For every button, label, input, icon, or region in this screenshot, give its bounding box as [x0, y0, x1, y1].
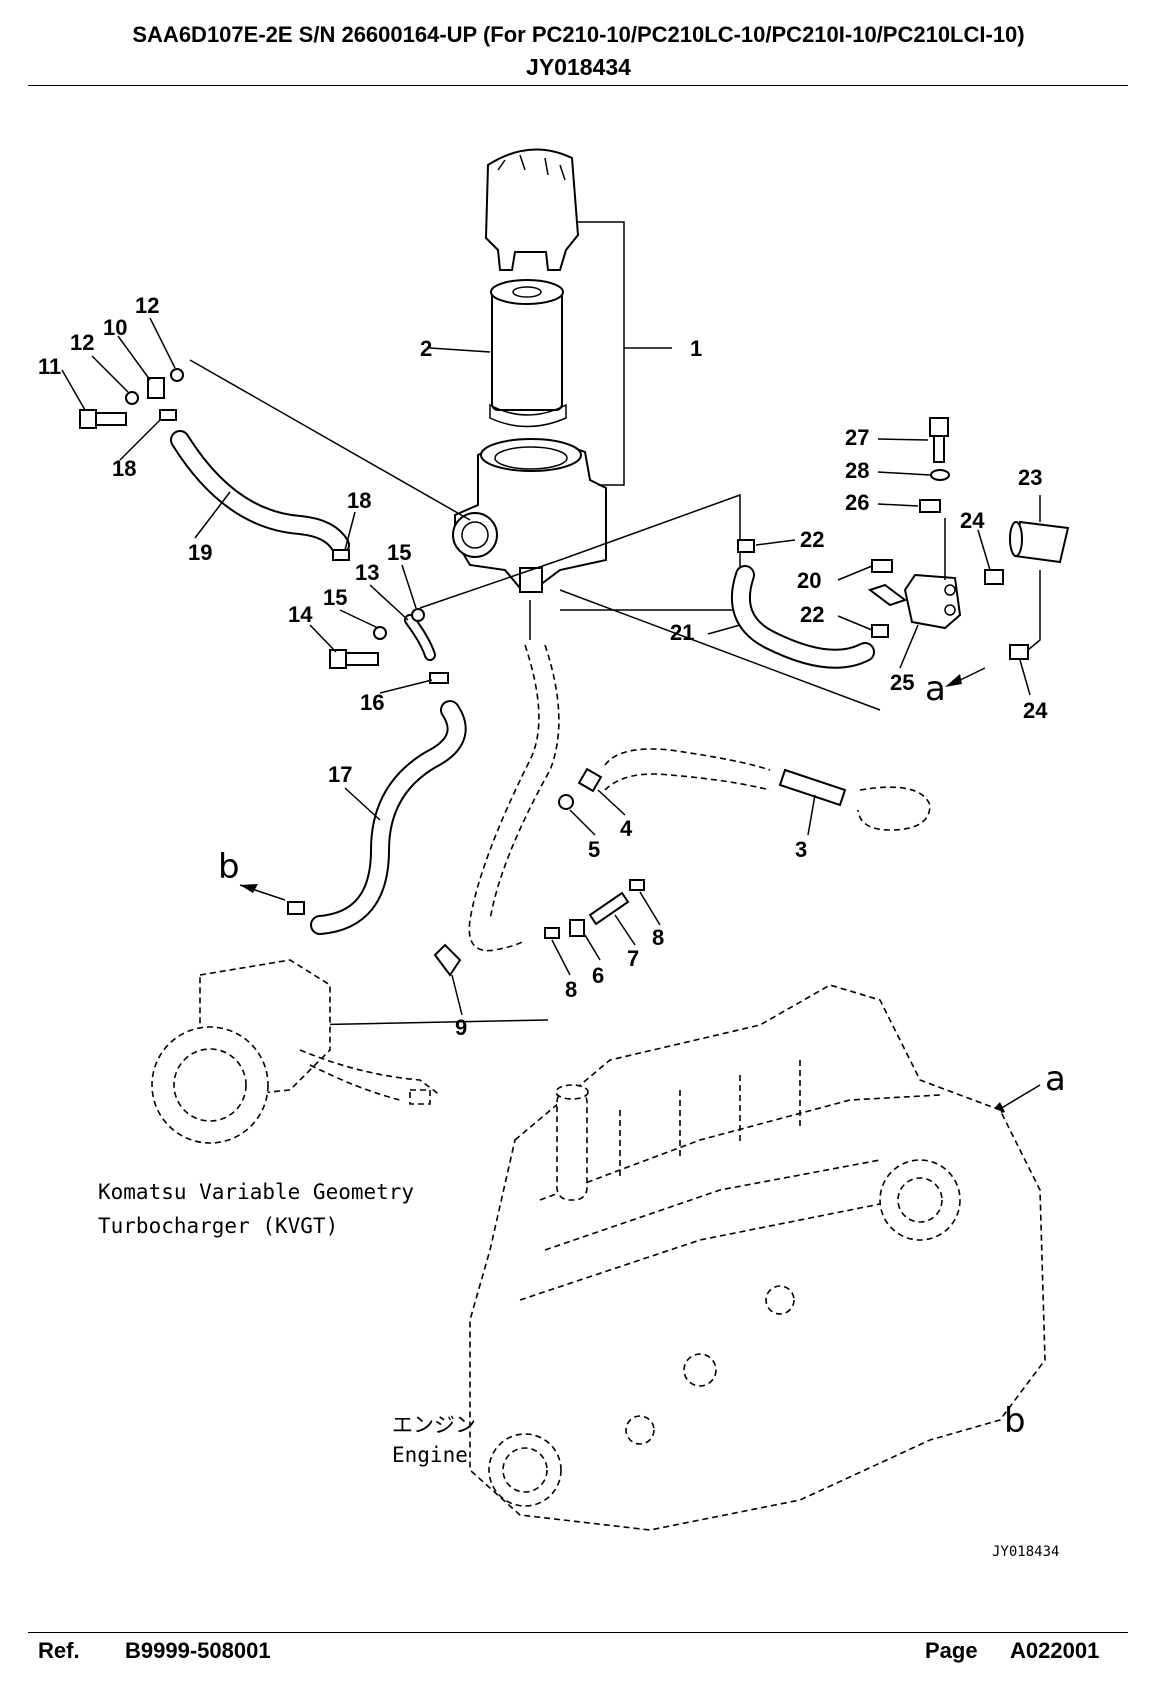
part-label: 19	[188, 540, 212, 565]
part-label: 20	[797, 568, 821, 593]
clamp-24a	[984, 569, 1004, 585]
part-label: 1	[690, 336, 702, 361]
part-label: 28	[845, 458, 869, 483]
hose-23	[1009, 520, 1070, 564]
clamp-18b	[332, 549, 350, 561]
part-label: 27	[845, 425, 869, 450]
engine-illustration	[469, 984, 1046, 1531]
callout-a: a	[925, 669, 946, 709]
leader-2	[429, 347, 491, 353]
fitting-4	[577, 767, 603, 793]
fitting-6	[569, 919, 585, 937]
turbocharger-illustration	[151, 959, 441, 1144]
part-label: 25	[890, 670, 914, 695]
clamp-8b	[629, 879, 645, 891]
filter-head	[452, 438, 607, 593]
part-label: 8	[652, 925, 664, 950]
part-label: 18	[112, 456, 136, 481]
valve-25	[903, 573, 962, 630]
part-label: 12	[70, 330, 94, 355]
nipple-25	[867, 583, 908, 607]
part-label: 8	[565, 977, 577, 1002]
part-label: 15	[323, 585, 347, 610]
part-label: 22	[800, 527, 824, 552]
clamp-18a	[159, 409, 177, 421]
oring-5	[558, 794, 574, 810]
tube-7	[588, 891, 630, 926]
callout-b: b	[218, 847, 240, 887]
part-label: 3	[795, 837, 807, 862]
filter-element	[489, 279, 567, 428]
bolt-14	[329, 649, 379, 669]
part-label: 12	[135, 293, 159, 318]
part-label: 5	[588, 837, 600, 862]
part-label: 17	[328, 762, 352, 787]
drawing-watermark: JY018434	[992, 1544, 1059, 1560]
bracket-26	[919, 499, 941, 513]
callout-a: a	[1045, 1059, 1066, 1099]
washer-15b	[411, 608, 425, 622]
part-label: 23	[1018, 465, 1042, 490]
washer-12b	[170, 368, 184, 382]
clamp-16	[429, 672, 449, 684]
part-label: 18	[347, 488, 371, 513]
filter-cap	[484, 148, 580, 271]
bolt-11	[79, 409, 127, 429]
hose-19	[170, 430, 350, 555]
part-label: 2	[420, 336, 432, 361]
bolt-27	[929, 417, 949, 463]
part-label: 26	[845, 490, 869, 515]
part-label: 24	[960, 508, 985, 533]
diagram-code: JY018434	[526, 54, 631, 80]
part-label: 10	[103, 315, 127, 340]
clamp-22b	[871, 624, 889, 638]
parts-diagram: 1 2 3 4 5 6 7 8 8 9 10 11 12 12 13 14 15…	[38, 148, 1070, 1560]
clamp-20	[871, 559, 893, 573]
leader-1	[578, 221, 625, 486]
clamp-8a	[544, 927, 560, 939]
page-value: A022001	[1010, 1638, 1100, 1663]
clip-9	[433, 943, 462, 977]
part-label: 4	[620, 816, 633, 841]
callout-b: b	[1004, 1401, 1026, 1441]
header-rule	[28, 85, 1128, 86]
part-label: 21	[670, 620, 694, 645]
part-label: 14	[288, 602, 313, 627]
hose-21	[730, 565, 875, 669]
turbo-caption-line2: Turbocharger (KVGT)	[98, 1214, 338, 1238]
ref-value: B9999-508001	[125, 1638, 271, 1663]
hose-13	[404, 614, 436, 661]
engine-caption-jp: エンジン	[392, 1413, 476, 1437]
part-label: 24	[1023, 698, 1048, 723]
hose-17	[310, 700, 467, 935]
footer-rule	[28, 1632, 1128, 1633]
washer-12a	[125, 391, 139, 405]
ref-label: Ref.	[38, 1638, 80, 1663]
page-label: Page	[925, 1638, 978, 1663]
part-label: 6	[592, 963, 604, 988]
washer-15a	[373, 626, 387, 640]
washer-28	[930, 469, 950, 481]
part-label: 15	[387, 540, 411, 565]
joint-10	[147, 377, 165, 399]
clamp-24b	[1009, 644, 1029, 660]
engine-caption-en: Engine	[392, 1443, 468, 1467]
part-label: 13	[355, 560, 379, 585]
page-title: SAA6D107E-2E S/N 26600164-UP (For PC210-…	[132, 22, 1025, 47]
tube-3	[778, 768, 847, 807]
part-label: 7	[627, 946, 639, 971]
clamp-17	[287, 901, 305, 915]
turbo-caption-line1: Komatsu Variable Geometry	[98, 1180, 414, 1204]
clamp-22a	[737, 539, 755, 553]
part-label: 11	[38, 354, 61, 379]
part-label: 9	[455, 1015, 467, 1040]
part-label: 22	[800, 602, 824, 627]
part-label: 16	[360, 690, 384, 715]
